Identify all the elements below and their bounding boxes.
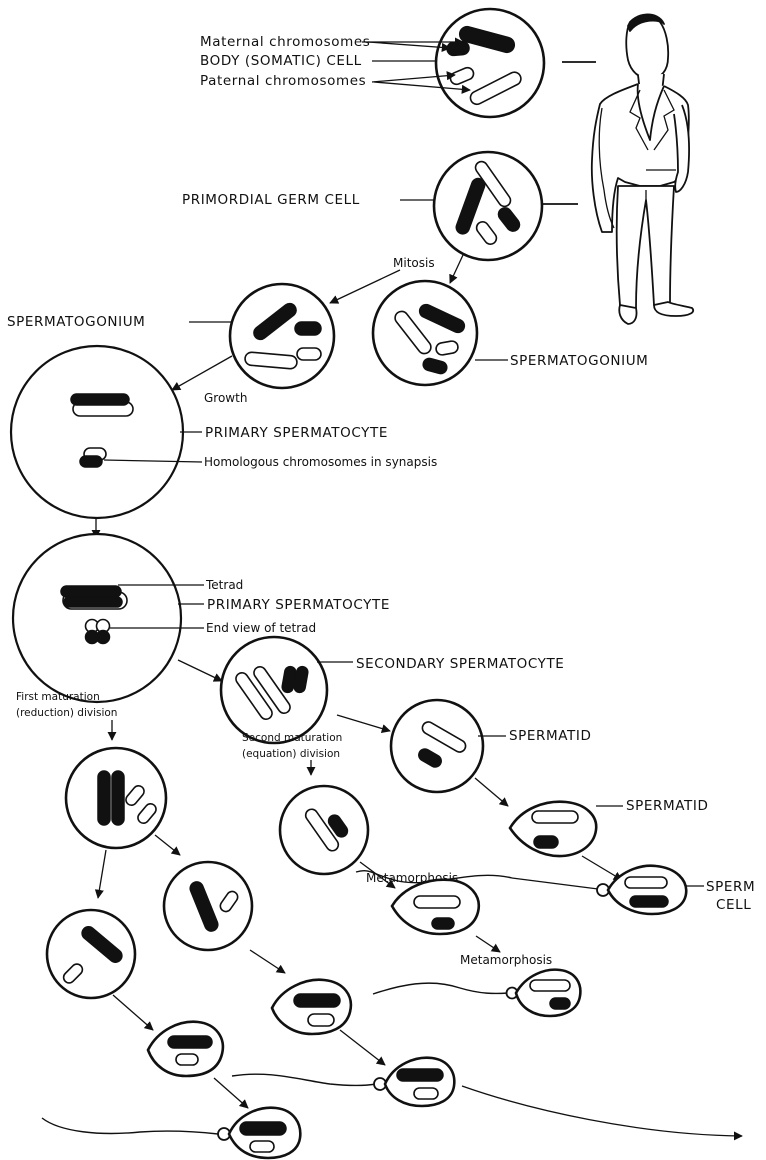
first-maturation-line1: First maturation [16, 691, 100, 703]
spermatogonium-right-cell [373, 281, 477, 385]
growth-arrow [172, 356, 232, 390]
second-maturation-line1: Second maturation [242, 732, 342, 744]
growth-label: Growth [204, 391, 247, 405]
sperm-cell-label-line1: SPERM [706, 879, 755, 895]
spermatid-teardrop-cell-4 [148, 1022, 223, 1076]
sperm-cell-2 [373, 970, 580, 1016]
homologous-synapsis-label: Homologous chromosomes in synapsis [204, 455, 437, 469]
left-arrow-2 [155, 835, 180, 855]
arrow-to-left-spermatid-a [113, 995, 153, 1030]
body-somatic-cell-label: BODY (SOMATIC) CELL [200, 53, 362, 69]
primary-spermatocyte-growth-cell [11, 346, 183, 518]
metamorphosis-label-2: Metamorphosis [460, 953, 552, 967]
arrow-to-spermatid-2 [475, 778, 508, 806]
sperm-cell-label-line2: CELL [716, 897, 751, 913]
secondary-spermatocyte-label: SECONDARY SPERMATOCYTE [356, 656, 564, 672]
primary-spermatocyte-tetrad-cell [13, 534, 181, 702]
arrow-to-spermatid-1 [337, 715, 390, 731]
primary-spermatocyte-label-2: PRIMARY SPERMATOCYTE [207, 597, 390, 613]
sperm-cell-3 [232, 1058, 742, 1136]
body-somatic-cell [436, 9, 544, 117]
arrow-to-sperm-cell [582, 856, 622, 880]
spermatid-teardrop-cell-2 [392, 880, 479, 934]
spermatid-circle-cell [391, 700, 483, 792]
spermatid-label-2: SPERMATID [626, 798, 708, 814]
first-maturation-line2: (reduction) division [16, 707, 117, 719]
primordial-germ-cell-label: PRIMORDIAL GERM CELL [182, 192, 360, 208]
reduction-secondary-cell-b [164, 862, 252, 950]
spermatid-circle-cell-2 [280, 786, 368, 874]
left-arrow-1 [98, 850, 106, 898]
reduction-secondary-cell-a [47, 910, 135, 998]
arrow-to-sperm-3 [340, 1030, 385, 1065]
mitosis-label: Mitosis [393, 256, 435, 270]
primary-spermatocyte-label-1: PRIMARY SPERMATOCYTE [205, 425, 388, 441]
arrow-to-sperm-4 [214, 1078, 248, 1108]
paternal-chromosomes-label: Paternal chromosomes [200, 73, 366, 89]
spermatogonium-left-label: SPERMATOGONIUM [7, 314, 145, 330]
sperm-cell-4 [42, 1108, 300, 1158]
spermatid-teardrop-cell [510, 802, 596, 856]
arrow-to-left-spermatid-b [250, 950, 285, 973]
maternal-chromosomes-label: Maternal chromosomes [200, 34, 370, 50]
mitosis-arrow-right [450, 255, 463, 283]
primordial-germ-cell [434, 152, 542, 260]
second-maturation-line2: (equation) division [242, 748, 340, 760]
reduction-product-cell [66, 748, 166, 848]
spermatogonium-left-cell [230, 284, 334, 388]
spermatogonium-right-label: SPERMATOGONIUM [510, 353, 648, 369]
metamorphosis-2-arrow [476, 936, 500, 952]
spermatid-label-1: SPERMATID [509, 728, 591, 744]
tetrad-label: Tetrad [205, 578, 243, 592]
secondary-spermatocyte-cell [221, 637, 327, 743]
end-view-tetrad-label: End view of tetrad [206, 621, 316, 635]
man-figure [543, 14, 693, 324]
arrow-to-secondary-top [178, 660, 222, 681]
spermatid-teardrop-cell-3 [272, 980, 351, 1034]
